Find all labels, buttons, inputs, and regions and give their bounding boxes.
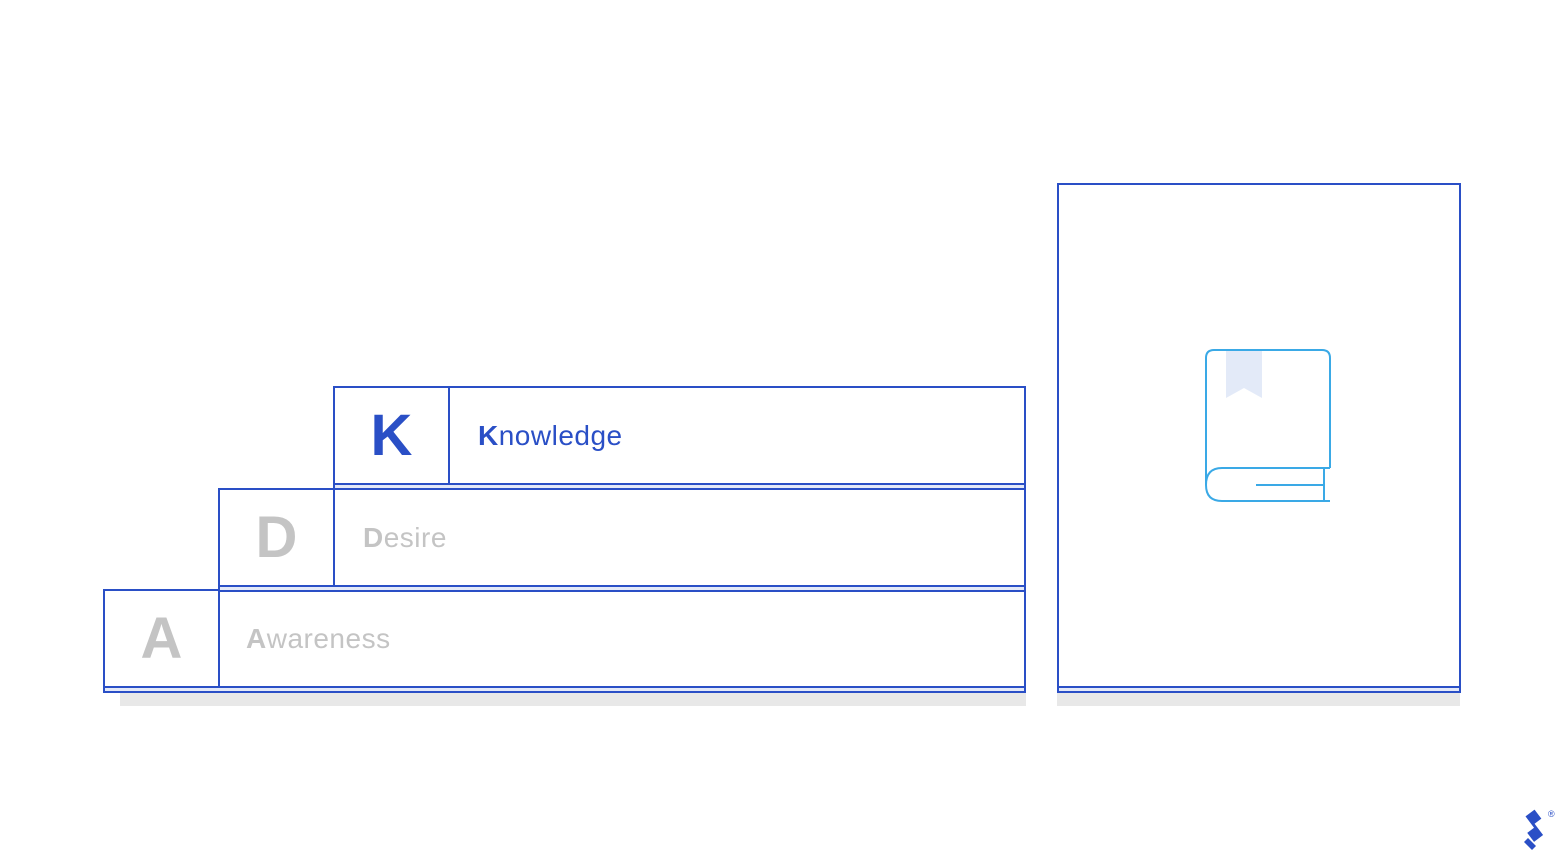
step-desire-initial: D (363, 522, 384, 553)
book-panel (1057, 183, 1461, 688)
step-knowledge-rest: nowledge (498, 420, 623, 451)
step-desire-rest: esire (383, 522, 447, 553)
step-awareness-letter: A (103, 589, 220, 688)
step-knowledge-letter: K (333, 386, 450, 485)
step-knowledge-initial: K (478, 420, 499, 451)
panel-shadow (1057, 692, 1460, 706)
book-spine (1204, 467, 1330, 502)
bookmark-ribbon (1226, 350, 1262, 398)
step-desire-letter: D (218, 488, 335, 587)
step-desire-row (333, 488, 1026, 587)
step-awareness-row (218, 589, 1026, 688)
step-knowledge-row (448, 386, 1026, 485)
registered-mark: ® (1548, 809, 1555, 819)
book-cover (1205, 349, 1331, 485)
step-awareness-rest: wareness (266, 623, 391, 654)
book-icon (1204, 349, 1331, 502)
staircase-shadow (120, 692, 1026, 706)
step-awareness-initial: A (246, 623, 267, 654)
toptal-logo-icon (1524, 809, 1544, 850)
